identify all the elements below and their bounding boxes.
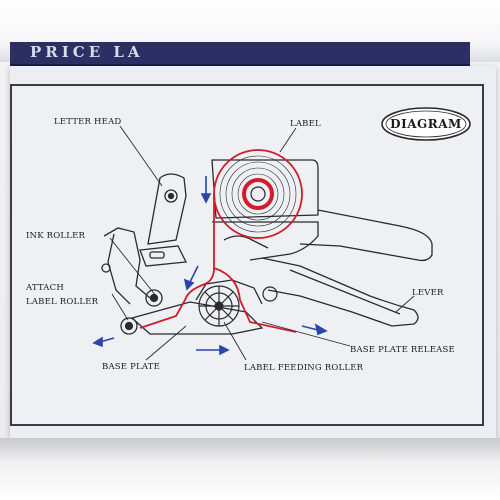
label-label: LABEL bbox=[290, 119, 321, 129]
housing-outline bbox=[211, 159, 433, 262]
label-roll bbox=[213, 149, 303, 239]
ink-roller-arm bbox=[101, 227, 163, 307]
arrow-right-release bbox=[301, 325, 319, 331]
arrow-right-release-head bbox=[314, 323, 328, 336]
label-base-plate-release: BASE PLATE RELEASE bbox=[350, 345, 455, 355]
label-label-roller: LABEL ROLLER bbox=[26, 297, 99, 307]
arrow-down-top-head bbox=[200, 193, 212, 204]
header-title-fragment: PRICE LA bbox=[30, 43, 144, 61]
label-feeding-roller bbox=[198, 285, 278, 327]
arrow-left-head bbox=[92, 336, 103, 348]
attach-label-roller bbox=[120, 317, 138, 335]
diagram-panel bbox=[10, 84, 484, 426]
label-letter-head: LETTER HEAD bbox=[54, 117, 121, 127]
header-strip: PRICE LA bbox=[10, 42, 470, 66]
arrow-right-base-head bbox=[219, 344, 230, 356]
label-lever: LEVER bbox=[412, 288, 444, 298]
bottom-shadow bbox=[0, 438, 500, 500]
arrow-down-mid-head bbox=[183, 278, 195, 291]
direction-arrows bbox=[92, 176, 328, 356]
diagram-badge: DIAGRAM bbox=[381, 107, 471, 141]
label-label-feeding-roller: LABEL FEEDING ROLLER bbox=[244, 363, 364, 373]
label-base-plate: BASE PLATE bbox=[102, 362, 160, 372]
letter-head bbox=[139, 173, 188, 267]
label-ink-roller: INK ROLLER bbox=[26, 231, 86, 241]
leader-lines bbox=[109, 125, 415, 361]
label-feed-path bbox=[139, 194, 297, 333]
badge-label: DIAGRAM bbox=[390, 117, 462, 131]
arrow-down-mid bbox=[189, 265, 199, 283]
label-attach: ATTACH bbox=[25, 283, 64, 293]
lever bbox=[261, 257, 419, 327]
